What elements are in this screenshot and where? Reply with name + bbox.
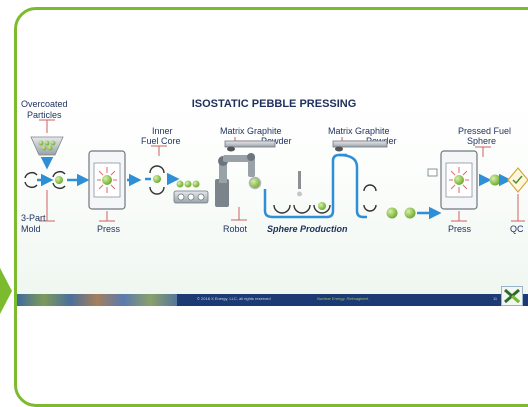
mold-half-1-icon xyxy=(273,204,291,214)
filled-mold-half-icon xyxy=(313,202,331,214)
powder-dispenser-2-icon xyxy=(332,140,388,152)
label-sphere: Sphere xyxy=(467,136,496,146)
label-overcoated: Overcoated xyxy=(21,99,68,109)
label-particles: Particles xyxy=(27,110,62,120)
label-press-1: Press xyxy=(97,224,121,234)
footer-copyright: © 2018 X Energy, LLC, all rights reserve… xyxy=(197,296,271,301)
feed-tray-icon xyxy=(427,168,438,177)
fuel-cores-icon xyxy=(173,180,209,204)
footer-photo-strip xyxy=(17,294,177,306)
label-qc: QC xyxy=(510,224,524,234)
sphere-production-label: Sphere Production xyxy=(267,224,348,234)
diagram-title: ISOSTATIC PEBBLE PRESSING xyxy=(192,98,357,110)
qc-check-icon xyxy=(507,167,528,193)
label-matrix-graphite-1: Matrix Graphite xyxy=(220,126,282,136)
label-press-2: Press xyxy=(448,224,472,234)
label-matrix-graphite-2: Matrix Graphite xyxy=(328,126,390,136)
inner-fuel-core-icon xyxy=(149,165,165,195)
graphite-rod-icon xyxy=(297,171,302,197)
label-3-part-b: Mold xyxy=(21,224,41,234)
filled-mold-icon xyxy=(52,171,66,189)
footer-page-number: 11 xyxy=(493,296,498,301)
particle-hopper-icon xyxy=(30,136,64,156)
press-1-icon xyxy=(88,150,126,210)
closed-mold-icon xyxy=(363,184,377,212)
label-inner: Inner xyxy=(152,126,173,136)
press-2-icon xyxy=(440,150,478,210)
diagram-slide: ISOSTATIC PEBBLE PRESSING Overcoated Par… xyxy=(17,93,528,305)
sphere-1-icon xyxy=(386,207,398,219)
robot-arm-icon xyxy=(215,153,262,207)
side-arrow-icon xyxy=(0,268,12,314)
mold-half-2-icon xyxy=(293,204,311,214)
label-3-part-a: 3-Part xyxy=(21,213,46,223)
label-fuel-core: Fuel Core xyxy=(141,136,181,146)
three-part-mold-icon xyxy=(24,172,38,188)
label-robot: Robot xyxy=(223,224,248,234)
pressed-fuel-sphere-icon xyxy=(489,174,501,186)
sphere-2-icon xyxy=(404,207,416,219)
label-powder-1: Powder xyxy=(261,136,292,146)
slide-footer: © 2018 X Energy, LLC, all rights reserve… xyxy=(17,286,528,306)
label-pressed-fuel: Pressed Fuel xyxy=(458,126,511,136)
x-energy-logo-icon xyxy=(501,286,523,306)
powder-dispenser-1-icon xyxy=(224,140,276,152)
footer-tagline: Nuclear Energy. Reimagined. xyxy=(317,296,369,301)
